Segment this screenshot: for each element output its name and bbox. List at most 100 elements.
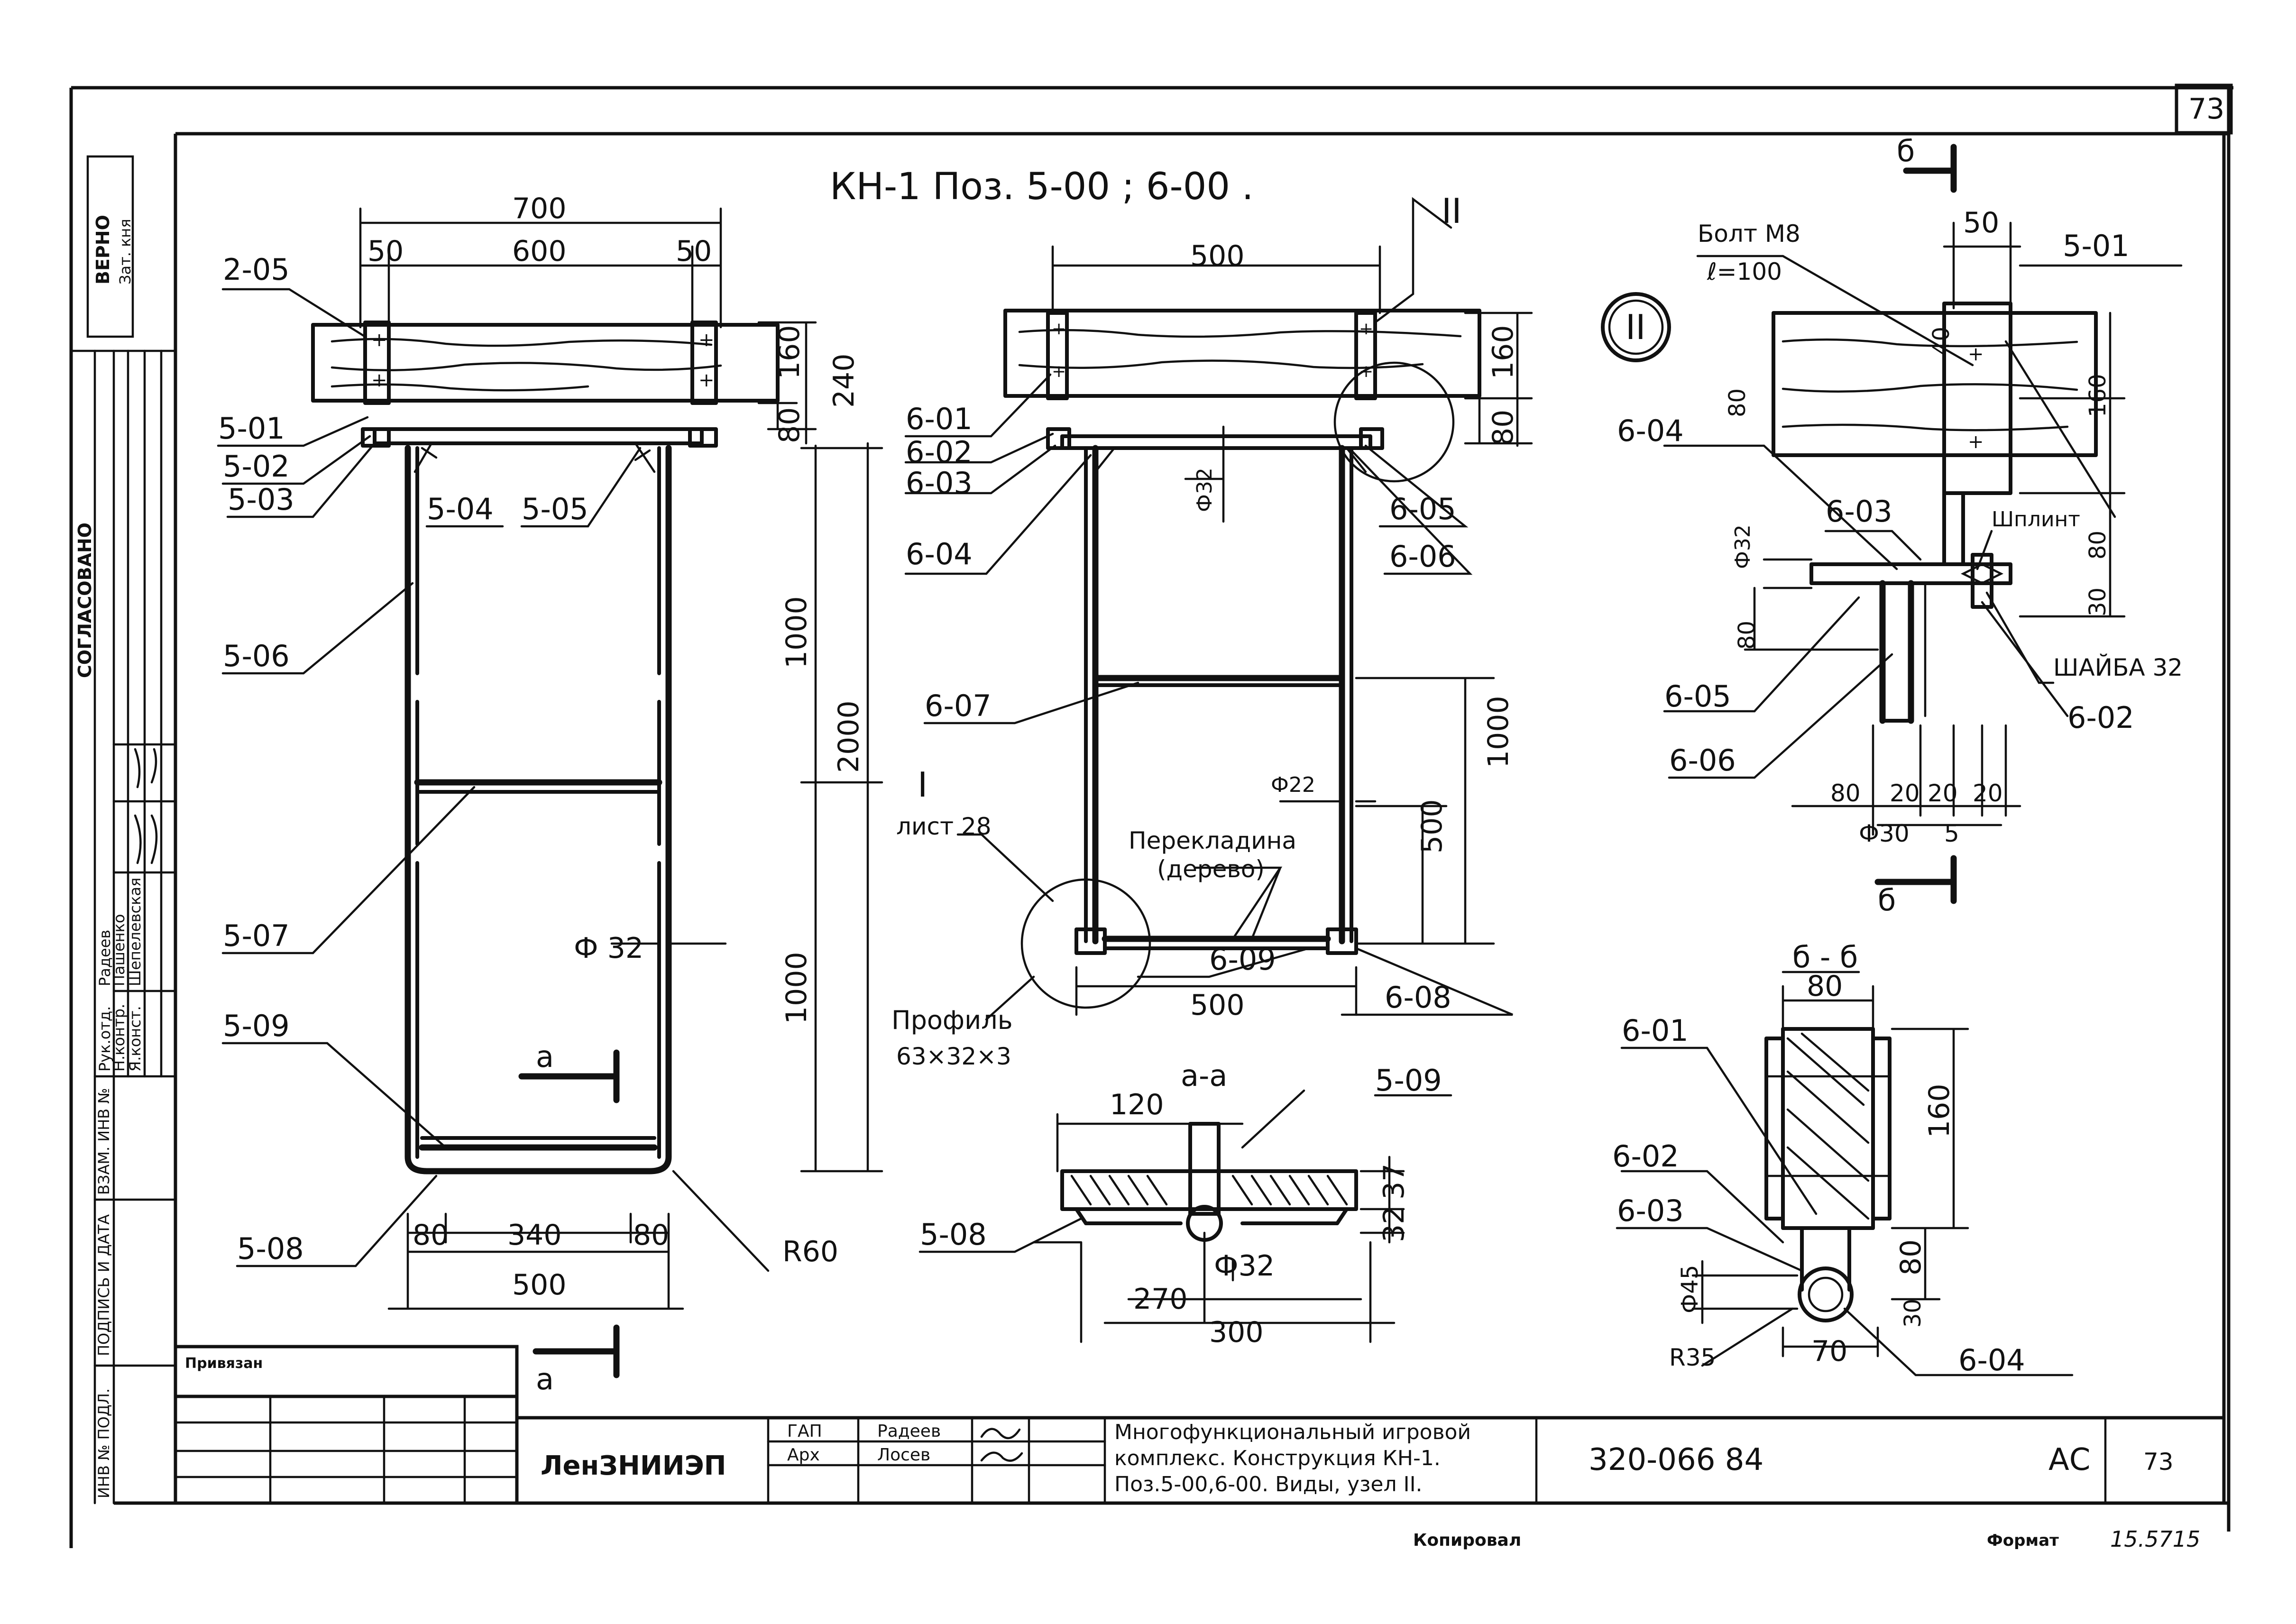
dim-80-node-d: 80 [1830, 780, 1861, 807]
dim-20-a: 20 [1890, 780, 1920, 807]
label-5-01-node: 5-01 [2063, 229, 2130, 263]
label-6-04-node: 6-04 [1617, 413, 1684, 448]
node-ii-ref: II [1442, 191, 1461, 231]
label-6-09: 6-09 [1209, 942, 1276, 977]
stamp-inv-line: Зат. кня [116, 219, 134, 284]
label-5-09-aa: 5-09 [1375, 1063, 1442, 1098]
vzam-label: ВЗАМ. ИНВ № [95, 1088, 113, 1195]
gap-label: ГАП [787, 1422, 822, 1441]
dim-32: 32 [1378, 1206, 1411, 1242]
view-b: ++ ++ 500 160 80 Ф32 1000 Ф22 500 500 6-… [891, 191, 1533, 1070]
format-label: Формат [1987, 1531, 2059, 1550]
view-a: ++ ++ 700 50 600 50 160 240 80 1000 2000… [217, 192, 883, 1396]
dim-500-bottom: 500 [1190, 989, 1245, 1022]
inv-podl-label: ИНВ № ПОДЛ. [95, 1388, 113, 1498]
drawing-code: 320-066 84 [1589, 1442, 1763, 1477]
label-5-05: 5-05 [522, 492, 588, 526]
node-ii-mark: II [1626, 307, 1645, 347]
desc-line-1: Многофункциональный игровой [1114, 1420, 1471, 1444]
section-mark-a-top: а [536, 1039, 554, 1074]
section-mark-b-bottom: б [1878, 883, 1896, 918]
dim-80-b: 80 [1487, 410, 1520, 446]
label-6-07: 6-07 [925, 688, 992, 723]
dim-phi45: Ф45 [1677, 1265, 1703, 1313]
dim-600: 600 [512, 235, 567, 268]
label-2-05: 2-05 [223, 252, 290, 287]
dim-50-left: 50 [367, 235, 404, 268]
bolt-label: Болт М8 [1698, 220, 1800, 248]
node-i-mark: I [918, 765, 928, 805]
profile-label: Профиль [891, 1005, 1013, 1035]
sheet-frame: 73 [69, 83, 2233, 1548]
dim-50-right: 50 [676, 235, 712, 268]
dim-80-bb: 80 [1807, 970, 1843, 1003]
dim-240: 240 [827, 353, 861, 408]
dim-1000-b: 1000 [1482, 696, 1515, 768]
copied-label: Копировал [1413, 1531, 1521, 1550]
desc-line-3: Поз.5-00,6-00. Виды, узел II. [1114, 1472, 1423, 1496]
stamp-verified: ВЕРНО [92, 215, 113, 284]
org-name: ЛенЗНИИЭП [541, 1450, 726, 1481]
stage: АС [2048, 1442, 2090, 1477]
label-6-06: 6-06 [1389, 539, 1456, 574]
dim-50-node: 50 [1963, 206, 1999, 239]
dim-270: 270 [1133, 1283, 1188, 1316]
format-value: 15.5715 [2110, 1526, 2200, 1552]
dim-80-node-c: 80 [1734, 621, 1760, 650]
svg-text:+: + [371, 329, 387, 351]
title-block: Привязан ЛенЗНИИЭП ГАП Радеев Арх Лосев … [174, 1345, 2224, 1505]
label-6-02: 6-02 [906, 435, 973, 469]
dim-30-bb: 30 [1900, 1299, 1926, 1328]
signature-date-label: ПОДПИСЬ И ДАТА [95, 1214, 113, 1356]
label-5-02: 5-02 [223, 449, 290, 484]
dim-2000: 2000 [832, 700, 865, 773]
dim-1000-bottom: 1000 [780, 952, 813, 1024]
dim-120: 120 [1110, 1088, 1164, 1121]
dim-340: 340 [507, 1219, 562, 1252]
washer-label: ШАЙБА 32 [2053, 653, 2183, 681]
label-6-01: 6-01 [906, 402, 973, 436]
role2-label: Арх [787, 1445, 820, 1465]
section-mark-a-bottom: а [536, 1362, 554, 1396]
svg-text:+: + [371, 369, 387, 391]
drawing-title: КН-1 Поз. 5-00 ; 6-00 . [830, 165, 1254, 208]
dim-80: 80 [773, 407, 806, 443]
label-6-05: 6-05 [1389, 492, 1456, 526]
label-5-04: 5-04 [427, 492, 494, 526]
svg-text:+: + [1052, 362, 1066, 381]
dim-phi32-node: Ф32 [1731, 524, 1755, 569]
section-b-b: б - б 80 160 80 30 Ф45 R35 70 6-01 6-02 … [1612, 940, 2074, 1377]
dim-40-node: 40 [1928, 327, 1955, 356]
page-number: 73 [2188, 92, 2224, 126]
dim-20-c: 20 [1973, 780, 2003, 807]
dim-160-node: 160 [2085, 374, 2111, 417]
label-6-03-node: 6-03 [1826, 494, 1892, 529]
dim-80-bb-b: 80 [1894, 1239, 1928, 1275]
dim-160: 160 [773, 325, 806, 379]
dim-r60: R60 [782, 1235, 838, 1268]
dim-500-v: 500 [1415, 799, 1449, 853]
label-6-04-bb: 6-04 [1958, 1343, 2025, 1377]
staff-role-2: Н.контр. [110, 1004, 128, 1072]
role2-name: Лосев [877, 1445, 930, 1465]
crossbar-note: (дерево) [1157, 855, 1265, 883]
dim-80-right: 80 [633, 1219, 669, 1252]
desc-line-2: комплекс. Конструкция КН-1. [1114, 1446, 1441, 1470]
attached-label: Привязан [185, 1355, 263, 1372]
dim-500-top: 500 [1190, 239, 1245, 273]
dim-160-b: 160 [1487, 325, 1520, 379]
label-6-08: 6-08 [1385, 980, 1451, 1015]
dim-160-bb: 160 [1923, 1083, 1956, 1138]
dim-phi32-aa: Ф32 [1214, 1249, 1275, 1283]
staff-name-1: Радеев [96, 930, 114, 986]
staff-role-3: Я.конст. [126, 1006, 144, 1072]
staff-name-2: Пашенко [110, 914, 128, 986]
label-6-02-node: 6-02 [2067, 700, 2134, 735]
left-strip: ВЕРНО Зат. кня СОГЛАСОВАНО ВЗАМ. ИНВ № П… [70, 155, 177, 1505]
label-6-06-node: 6-06 [1669, 743, 1736, 778]
label-5-08: 5-08 [237, 1231, 304, 1266]
label-5-07: 5-07 [223, 918, 290, 953]
label-6-03-bb: 6-03 [1617, 1193, 1684, 1228]
section-aa-title: а-а [1181, 1058, 1227, 1093]
